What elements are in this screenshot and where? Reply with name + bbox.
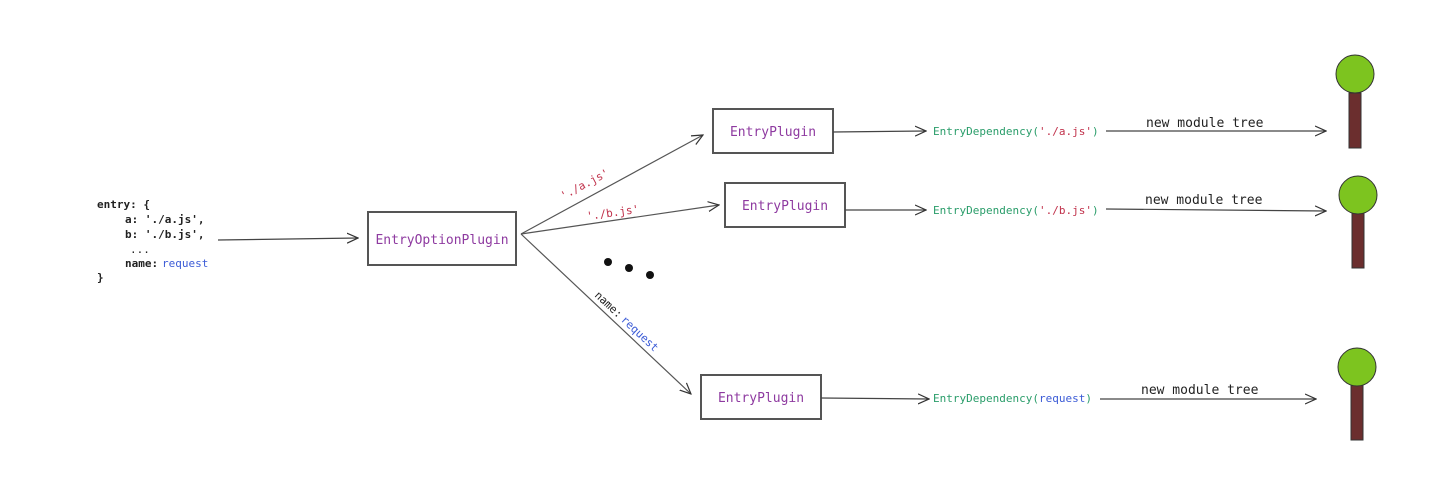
arrow-config-to-option-plugin <box>217 238 358 240</box>
entry-dependency-label: EntryDependency(request) <box>933 392 1092 405</box>
entry-row-a: EntryPlugin EntryDependency('./a.js') ne… <box>712 54 1375 154</box>
entry-row-request: EntryPlugin EntryDependency(request) new… <box>700 347 1377 441</box>
entry-plugin-box <box>712 108 834 154</box>
tree-leaves <box>1338 175 1378 215</box>
edge-label-b: './b.js' <box>586 203 640 223</box>
edge-label-a: './a.js' <box>558 166 611 202</box>
ellipsis-dot <box>625 264 633 272</box>
entry-row-b: EntryPlugin EntryDependency('./b.js') ne… <box>724 175 1378 269</box>
arrow-plugin-to-dependency <box>820 398 929 399</box>
tree-leaves <box>1337 347 1377 387</box>
new-module-tree-label: new module tree <box>1141 383 1259 398</box>
edge-label-name-value: request <box>618 313 661 354</box>
arrow-plugin-to-dependency <box>832 131 926 132</box>
arrow-option-to-plugin-b <box>520 205 719 235</box>
entry-option-plugin-label: EntryOptionPlugin <box>375 233 508 248</box>
entry-config-code: entry: { a: './a.js', b: './b.js', ... n… <box>97 198 208 284</box>
code-line-name-value: request <box>162 257 208 270</box>
entry-plugin-box <box>700 374 822 420</box>
entry-plugin-label: EntryPlugin <box>718 391 804 406</box>
code-line-entry: entry: { <box>97 198 150 211</box>
tree-trunk <box>1350 384 1364 441</box>
code-line-b: b: './b.js', <box>125 228 204 241</box>
entry-plugin-box <box>724 182 846 228</box>
ellipsis-dot <box>604 258 612 266</box>
code-line-name-key: name: <box>125 257 158 270</box>
code-line-close: } <box>97 271 104 284</box>
entry-dependency-label: EntryDependency('./a.js') <box>933 125 1099 138</box>
entry-option-plugin-box <box>367 211 517 266</box>
tree-leaves <box>1335 54 1375 94</box>
tree-icon <box>1335 54 1375 149</box>
entry-plugin-label: EntryPlugin <box>742 199 828 214</box>
arrow-option-to-plugin-a <box>520 135 703 235</box>
new-module-tree-label: new module tree <box>1146 116 1264 131</box>
new-module-tree-label: new module tree <box>1145 193 1263 208</box>
edge-label-request: name: request <box>592 289 661 355</box>
code-line-a: a: './a.js', <box>125 213 204 226</box>
tree-trunk <box>1351 212 1365 269</box>
arrow-dependency-to-tree <box>1105 209 1326 211</box>
ellipsis-dot <box>646 271 654 279</box>
tree-icon <box>1337 347 1377 441</box>
arrow-option-to-plugin-request <box>520 233 691 394</box>
entry-plugin-label: EntryPlugin <box>730 125 816 140</box>
entry-dependency-label: EntryDependency('./b.js') <box>933 204 1099 217</box>
entry-option-plugin-node: EntryOptionPlugin <box>367 211 517 266</box>
tree-icon <box>1338 175 1378 269</box>
code-line-ellipsis: ... <box>130 243 150 256</box>
more-entries-ellipsis <box>604 258 654 279</box>
tree-trunk <box>1348 92 1362 149</box>
